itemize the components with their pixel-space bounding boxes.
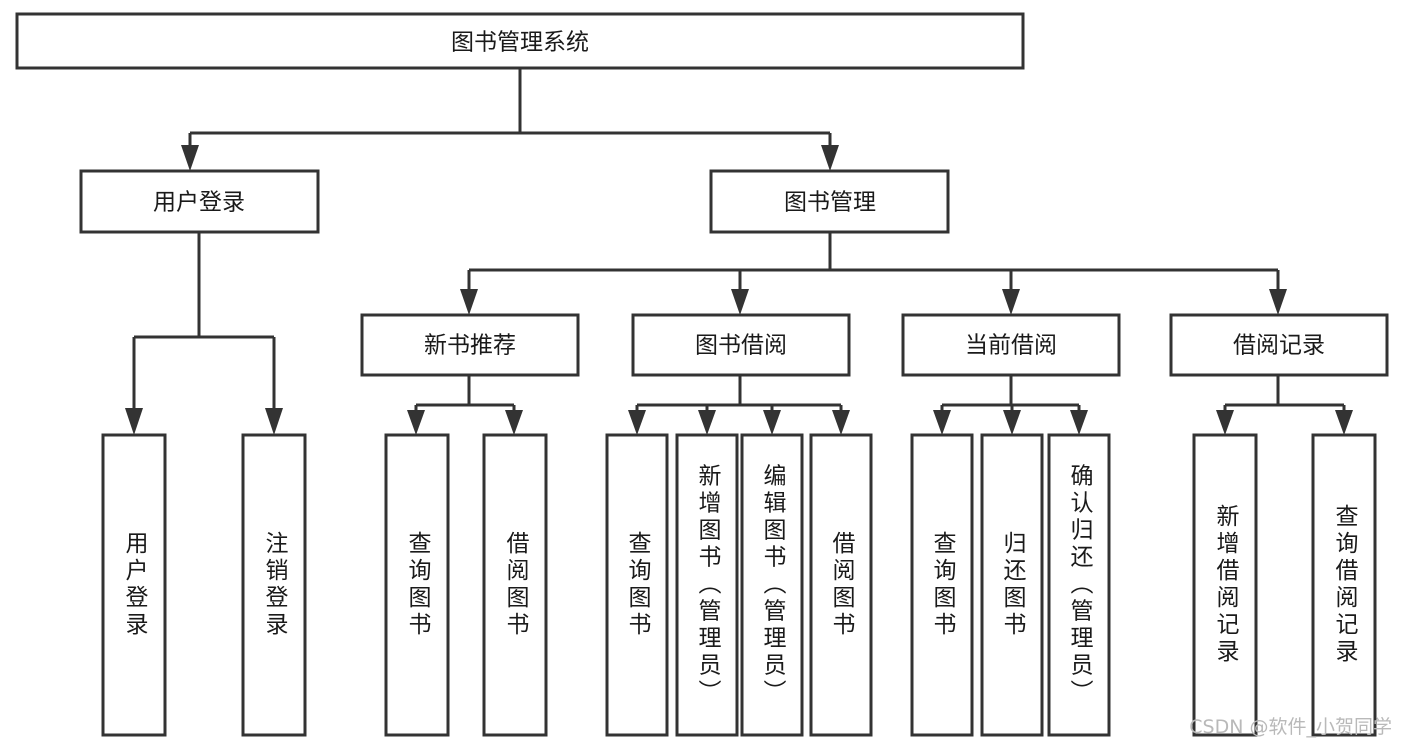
arrow-head-book-borrow — [731, 289, 749, 315]
node-leaf-confirm-return[interactable]: 确认归还（管理员） — [1047, 433, 1111, 737]
node-book-management-box[interactable] — [709, 169, 950, 234]
arrow-head-leaf-query-book-1 — [407, 410, 425, 435]
node-leaf-query-book-1[interactable]: 查询图书 — [384, 433, 450, 737]
node-leaf-query-book-3-box[interactable] — [910, 433, 974, 737]
arrow-head-leaf-query-book-2 — [628, 410, 646, 435]
node-new-book-recommend-box[interactable] — [360, 313, 580, 377]
arrow-head-current-borrow — [1002, 289, 1020, 315]
node-leaf-query-record[interactable]: 查询借阅记录 — [1311, 433, 1377, 737]
arrow-head-new-book-recommend — [460, 289, 478, 315]
node-user-login-box[interactable] — [79, 169, 320, 234]
node-leaf-query-record-box[interactable] — [1311, 433, 1377, 737]
node-leaf-user-logout-box[interactable] — [241, 433, 307, 737]
node-leaf-query-book-1-label: 查询图书 — [404, 531, 432, 639]
node-root[interactable]: 图书管理系统 — [15, 12, 1025, 70]
node-leaf-borrow-book-1-label: 借阅图书 — [502, 531, 530, 639]
node-leaf-return-book[interactable]: 归还图书 — [980, 433, 1044, 737]
arrow-head-leaf-query-record — [1335, 410, 1353, 435]
csdn-watermark: CSDN @软件_小贺同学 — [1189, 716, 1392, 738]
arrow-head-leaf-return-book — [1003, 410, 1021, 435]
node-leaf-user-logout-label: 注销登录 — [261, 531, 289, 639]
node-leaf-borrow-book-2-label: 借阅图书 — [828, 531, 856, 639]
node-leaf-confirm-return-box[interactable] — [1047, 433, 1111, 737]
node-borrow-record-label: 借阅记录 — [1233, 333, 1325, 359]
node-leaf-borrow-book-1[interactable]: 借阅图书 — [482, 433, 548, 737]
arrow-head-leaf-edit-book — [763, 410, 781, 435]
node-leaf-add-book-box[interactable] — [675, 433, 739, 737]
arrow-head-leaf-user-login — [125, 408, 143, 435]
node-root-label: 图书管理系统 — [451, 30, 589, 56]
node-book-borrow-label: 图书借阅 — [695, 333, 787, 359]
node-leaf-query-book-2-label: 查询图书 — [624, 531, 652, 639]
arrow-head-leaf-borrow-book-2 — [832, 410, 850, 435]
node-leaf-add-record-label: 新增借阅记录 — [1212, 504, 1240, 666]
arrow-head-leaf-confirm-return — [1070, 410, 1088, 435]
node-leaf-return-book-label: 归还图书 — [999, 531, 1027, 639]
node-leaf-query-book-2-box[interactable] — [605, 433, 669, 737]
arrow-head-book-management — [821, 145, 839, 171]
arrow-head-user-login — [181, 145, 199, 171]
node-book-borrow-box[interactable] — [631, 313, 851, 377]
node-leaf-query-book-3[interactable]: 查询图书 — [910, 433, 974, 737]
node-leaf-user-login-box[interactable] — [101, 433, 167, 737]
arrow-head-leaf-add-record — [1216, 410, 1234, 435]
node-leaf-add-book-label: 新增图书（管理员） — [694, 464, 722, 707]
node-leaf-edit-book-label: 编辑图书（管理员） — [759, 464, 787, 707]
node-book-management-label: 图书管理 — [784, 190, 876, 216]
node-user-login[interactable]: 用户登录 — [79, 169, 320, 234]
arrow-head-leaf-add-book — [698, 410, 716, 435]
node-leaf-user-login-label: 用户登录 — [121, 531, 149, 639]
node-leaf-add-record-box[interactable] — [1192, 433, 1258, 737]
node-book-borrow[interactable]: 图书借阅 — [631, 313, 851, 377]
node-leaf-query-book-3-label: 查询图书 — [929, 531, 957, 639]
node-leaf-query-book-2[interactable]: 查询图书 — [605, 433, 669, 737]
node-borrow-record-box[interactable] — [1169, 313, 1389, 377]
arrow-head-leaf-query-book-3 — [933, 410, 951, 435]
node-leaf-user-login[interactable]: 用户登录 — [101, 433, 167, 737]
node-leaf-borrow-book-2-box[interactable] — [809, 433, 873, 737]
node-leaf-add-record[interactable]: 新增借阅记录 — [1192, 433, 1258, 737]
node-book-management[interactable]: 图书管理 — [709, 169, 950, 234]
node-root-box[interactable] — [15, 12, 1025, 70]
node-leaf-borrow-book-1-box[interactable] — [482, 433, 548, 737]
node-leaf-query-record-label: 查询借阅记录 — [1331, 504, 1359, 666]
node-borrow-record[interactable]: 借阅记录 — [1169, 313, 1389, 377]
arrow-head-leaf-user-logout — [265, 408, 283, 435]
node-leaf-edit-book-box[interactable] — [740, 433, 804, 737]
node-leaf-confirm-return-label: 确认归还（管理员） — [1066, 464, 1094, 707]
node-leaf-query-book-1-box[interactable] — [384, 433, 450, 737]
arrow-head-leaf-borrow-book-1 — [505, 410, 523, 435]
node-current-borrow[interactable]: 当前借阅 — [901, 313, 1121, 377]
node-new-book-recommend-label: 新书推荐 — [424, 333, 516, 359]
node-user-login-label: 用户登录 — [153, 190, 245, 216]
node-new-book-recommend[interactable]: 新书推荐 — [360, 313, 580, 377]
node-leaf-add-book[interactable]: 新增图书（管理员） — [675, 433, 739, 737]
arrow-head-borrow-record — [1269, 289, 1287, 315]
node-current-borrow-box[interactable] — [901, 313, 1121, 377]
connector-layer — [125, 68, 1353, 435]
node-leaf-user-logout[interactable]: 注销登录 — [241, 433, 307, 737]
node-leaf-borrow-book-2[interactable]: 借阅图书 — [809, 433, 873, 737]
node-leaf-return-book-box[interactable] — [980, 433, 1044, 737]
node-leaf-edit-book[interactable]: 编辑图书（管理员） — [740, 433, 804, 737]
node-current-borrow-label: 当前借阅 — [965, 333, 1057, 359]
